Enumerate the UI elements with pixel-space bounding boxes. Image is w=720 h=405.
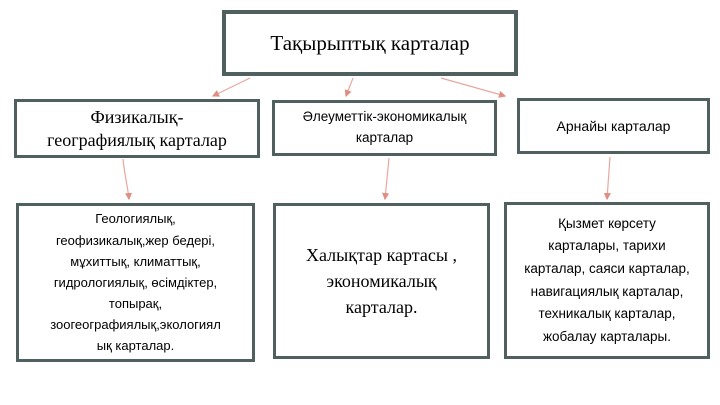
node-thematic-maps-label: Тақырыптық карталар (270, 30, 470, 55)
node-special-detail-text: Қызмет көрсету карталары, тарихи картала… (524, 215, 690, 344)
node-special-detail: Қызмет көрсету карталары, тарихи картала… (504, 202, 710, 359)
arrow-physical-to-detail (122, 158, 133, 201)
arrow-socio-to-detail (381, 157, 390, 201)
node-physical-geographic-maps: Физикалық- географиялық карталар (14, 99, 260, 158)
node-thematic-maps: Тақырыптық карталар (222, 10, 518, 76)
node-special-maps: Арнайы карталар (517, 98, 710, 154)
node-socio-economic-detail: Халықтар картасы , экономикалық карталар… (273, 203, 490, 359)
arrow-root-to-special (440, 77, 507, 98)
node-special-maps-label: Арнайы карталар (556, 118, 671, 134)
node-socio-economic-detail-text: Халықтар картасы , экономикалық карталар… (306, 244, 457, 318)
arrow-special-to-detail (603, 156, 612, 201)
node-socio-economic-maps: Әлеуметтік-экономикалық карталар (272, 100, 497, 156)
node-physical-geographic-maps-label: Физикалық- географиялық карталар (47, 107, 227, 150)
arrow-root-to-physical (211, 77, 251, 97)
node-physical-geographic-detail-text: Геологиялық, геофизикалық,жер бедері, мұ… (50, 211, 221, 354)
arrow-root-to-socio (344, 77, 354, 98)
node-socio-economic-maps-label: Әлеуметтік-экономикалық карталар (302, 109, 467, 145)
node-physical-geographic-detail: Геологиялық, геофизикалық,жер бедері, мұ… (16, 203, 255, 362)
